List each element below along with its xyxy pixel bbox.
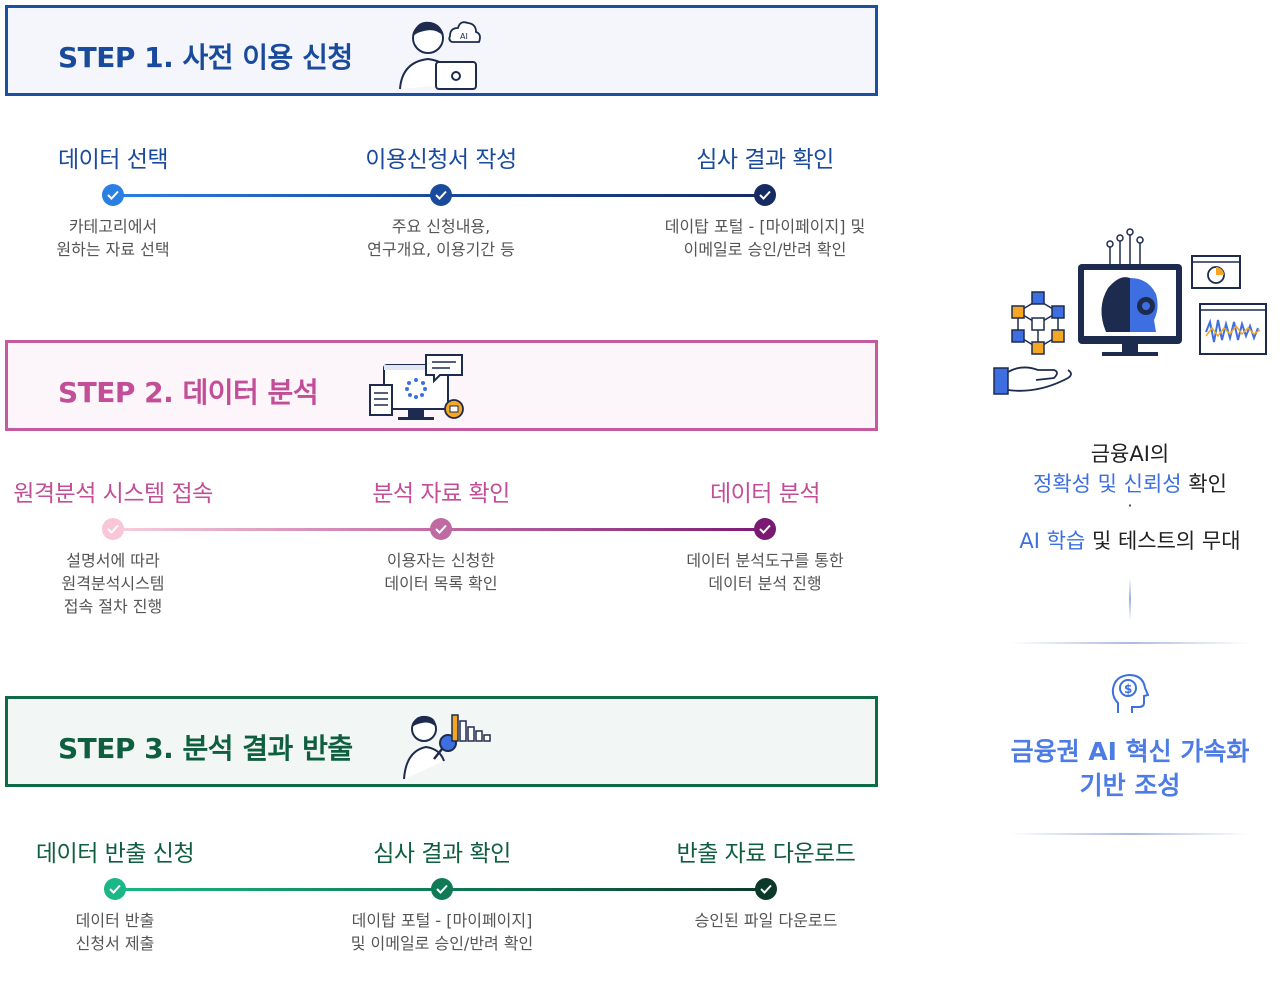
step1-title: STEP 1. 사전 이용 신청: [58, 41, 353, 74]
step1-header: STEP 1. 사전 이용 신청 AI: [5, 5, 878, 96]
side-divider-bottom: [1010, 833, 1250, 835]
step3-check-icon-3: [755, 878, 777, 900]
step3-title: STEP 3. 분석 결과 반출: [58, 732, 353, 765]
ai-brain-monitor-illustration: [993, 228, 1267, 395]
side-vertical-divider: [1129, 578, 1131, 620]
person-magnifier-chart-illustration: [403, 714, 491, 780]
side-bullet: ·: [1127, 496, 1133, 515]
step2-connector-a: [113, 528, 441, 531]
step1-connector-a: [113, 194, 441, 197]
svg-text:AI: AI: [460, 32, 468, 41]
side-line3: AI 학습 및 테스트의 무대: [1019, 529, 1241, 553]
step1-check-icon-3: [754, 184, 776, 206]
side-divider-top: [1010, 642, 1250, 644]
step1-node2-desc: 주요 신청내용,연구개요, 이용기간 등: [367, 217, 515, 259]
step3-connector-b: [442, 888, 766, 891]
step2-check-icon-2: [430, 518, 452, 540]
svg-text:$: $: [1124, 682, 1132, 696]
step3-node3-desc: 승인된 파일 다운로드: [694, 911, 838, 930]
step1-connector-b: [441, 194, 765, 197]
step2-node2-label: 분석 자료 확인: [372, 481, 510, 507]
step2-connector-b: [441, 528, 765, 531]
head-dollar-icon: $: [1111, 673, 1150, 713]
step3-node3-label: 반출 자료 다운로드: [676, 841, 856, 867]
step3-node1-label: 데이터 반출 신청: [35, 841, 195, 867]
step2-title: STEP 2. 데이터 분석: [58, 376, 319, 409]
side-line2: 정확성 및 신뢰성 확인: [1033, 472, 1227, 496]
step3-check-icon-2: [431, 878, 453, 900]
step3-node2-desc: 데이탑 포털 - [마이페이지]및 이메일로 승인/반려 확인: [350, 911, 534, 953]
side-line1: 금융AI의: [1090, 442, 1170, 466]
step3-header: STEP 3. 분석 결과 반출: [5, 696, 878, 787]
step3-connector-a: [115, 888, 442, 891]
step2-node3-label: 데이터 분석: [709, 481, 821, 507]
step1-node3-label: 심사 결과 확인: [696, 147, 834, 173]
step1-node1-label: 데이터 선택: [57, 147, 169, 173]
step1-check-icon-1: [102, 184, 124, 206]
step3-node2-label: 심사 결과 확인: [373, 841, 511, 867]
monitor-analysis-illustration: [369, 354, 464, 420]
person-laptop-illustration: AI: [399, 21, 481, 90]
step2-node1-label: 원격분석 시스템 접속: [13, 481, 213, 507]
step2-check-icon-3: [754, 518, 776, 540]
step3-check-icon-1: [104, 878, 126, 900]
step2-check-icon-1: [102, 518, 124, 540]
step1-node2-label: 이용신청서 작성: [365, 147, 517, 173]
step1-check-icon-2: [430, 184, 452, 206]
step2-header: STEP 2. 데이터 분석: [5, 340, 878, 431]
